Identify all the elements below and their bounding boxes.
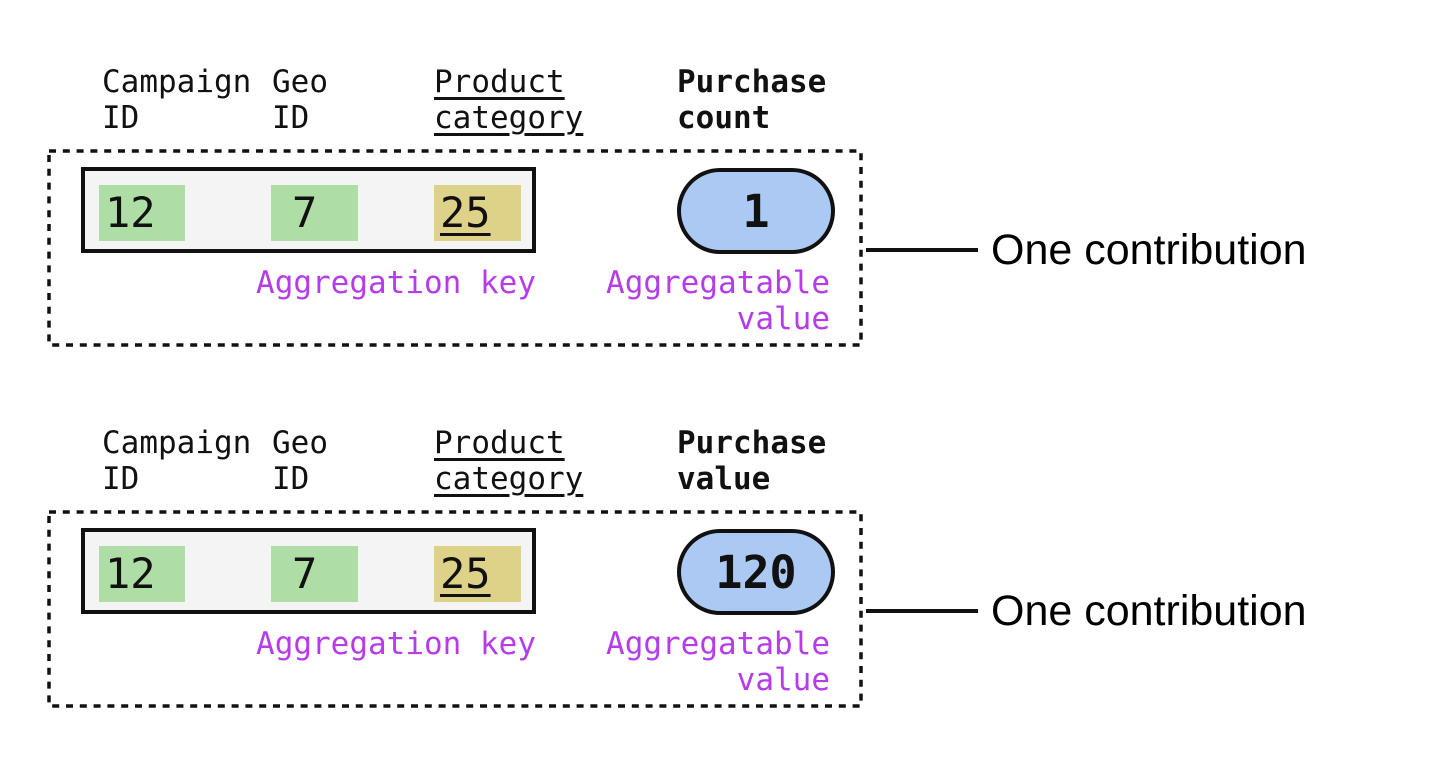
column-header-product-category: Product category	[434, 64, 583, 136]
header-line: ID	[102, 461, 140, 497]
key-cell-value: 25	[440, 188, 491, 237]
key-cell-value: 25	[440, 549, 491, 598]
column-header-purchase-count: Purchase count	[677, 64, 826, 136]
contribution-block-purchase-value: Campaign ID Geo ID Product category Purc…	[0, 363, 1442, 723]
key-cell-campaign-id: 12	[99, 546, 185, 602]
header-line: category	[434, 100, 584, 136]
label-line: Aggregatable	[606, 265, 830, 301]
column-header-geo-id: Geo ID	[272, 425, 328, 497]
header-line: value	[677, 461, 771, 497]
aggregatable-value: 120	[715, 545, 797, 599]
header-line: ID	[272, 461, 310, 497]
aggregatable-value-label: Aggregatable value	[558, 265, 830, 337]
header-line: Campaign	[102, 425, 252, 461]
one-contribution-label: One contribution	[991, 587, 1307, 635]
contribution-boundary-dashed-box	[47, 510, 863, 708]
header-line: category	[434, 461, 584, 497]
contribution-block-purchase-count: Campaign ID Geo ID Product category Purc…	[0, 2, 1442, 362]
label-line: Aggregatable	[606, 626, 830, 662]
column-header-campaign-id: Campaign ID	[102, 64, 251, 136]
key-cell-product-category: 25	[434, 185, 521, 241]
contribution-boundary-dashed-box	[47, 149, 863, 347]
aggregation-key-label: Aggregation key	[256, 265, 536, 301]
header-line: Purchase	[677, 64, 827, 100]
column-header-geo-id: Geo ID	[272, 64, 328, 136]
label-line: value	[736, 662, 830, 698]
key-cell-value: 7	[292, 549, 318, 598]
key-cell-value: 12	[105, 188, 156, 237]
key-cell-campaign-id: 12	[99, 185, 185, 241]
header-line: Purchase	[677, 425, 827, 461]
aggregation-key-label: Aggregation key	[256, 626, 536, 662]
aggregatable-value: 1	[742, 184, 770, 238]
key-cell-product-category: 25	[434, 546, 521, 602]
header-line: Geo	[272, 64, 328, 100]
column-header-product-category: Product category	[434, 425, 583, 497]
header-line: count	[677, 100, 771, 136]
column-header-campaign-id: Campaign ID	[102, 425, 251, 497]
connector-line	[866, 609, 978, 613]
key-cell-geo-id: 7	[271, 546, 358, 602]
header-line: ID	[272, 100, 310, 136]
header-line: Product	[434, 425, 565, 461]
one-contribution-label: One contribution	[991, 226, 1307, 274]
header-line: Campaign	[102, 64, 252, 100]
label-line: value	[736, 301, 830, 337]
header-line: Product	[434, 64, 565, 100]
key-cell-value: 12	[105, 549, 156, 598]
aggregatable-value-pill: 120	[677, 529, 835, 615]
header-line: Geo	[272, 425, 328, 461]
header-line: ID	[102, 100, 140, 136]
connector-line	[866, 248, 978, 252]
aggregatable-value-pill: 1	[677, 168, 835, 254]
key-cell-value: 7	[292, 188, 318, 237]
key-cell-geo-id: 7	[271, 185, 358, 241]
column-header-purchase-value: Purchase value	[677, 425, 826, 497]
aggregatable-value-label: Aggregatable value	[558, 626, 830, 698]
